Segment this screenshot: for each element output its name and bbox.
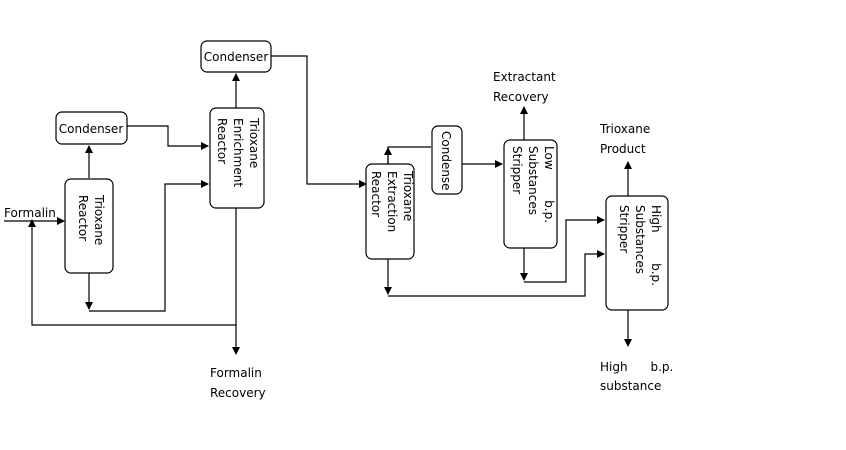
svg-text:Trioxane: Trioxane [599, 122, 650, 136]
svg-text:Reactor: Reactor [76, 195, 90, 241]
condense-unit-label: Condense [439, 131, 453, 191]
svg-text:Formalin: Formalin [210, 366, 262, 380]
svg-text:Substances: Substances [526, 146, 540, 215]
svg-text:Trioxane: Trioxane [247, 117, 261, 168]
svg-text:High b.p.: High b.p. [649, 205, 663, 286]
svg-text:Trioxane: Trioxane [401, 170, 415, 221]
svg-text:Recovery: Recovery [493, 90, 549, 104]
svg-text:Trioxane: Trioxane [92, 194, 106, 245]
svg-text:Product: Product [600, 142, 646, 156]
formalin-label: Formalin [4, 206, 56, 220]
trioxane-reactor[interactable]: Trioxane Reactor [64, 178, 114, 274]
high-bp-stripper[interactable]: High b.p. Substances Stripper [605, 195, 669, 311]
lowbp-bottoms-to-highbp-arrow [524, 216, 605, 283]
trioxane-reactor-label: Trioxane Reactor [76, 194, 106, 245]
condenser-top[interactable]: Condenser [200, 40, 272, 73]
extraction-reactor-label: Trioxane Extraction Reactor [369, 170, 415, 232]
condenser-to-enrichment-arrow [127, 125, 209, 150]
condenser-left[interactable]: Condenser [55, 111, 128, 145]
enrichment-reactor[interactable]: Trioxane Enrichment Reactor [209, 107, 265, 209]
svg-text:Recovery: Recovery [210, 386, 266, 400]
condenser-top-label: Condenser [204, 50, 269, 64]
low-bp-stripper[interactable]: Low b.p. Substances Stripper [503, 139, 558, 249]
svg-text:Enrichment: Enrichment [231, 118, 245, 187]
enrichment-reactor-label: Trioxane Enrichment Reactor [215, 117, 261, 187]
svg-text:High b.p.: High b.p. [600, 360, 673, 374]
svg-text:Reactor: Reactor [369, 171, 383, 217]
svg-text:Extractant: Extractant [493, 70, 556, 84]
trioxane-product-label: Trioxane Product [599, 122, 650, 156]
condenser-left-label: Condenser [59, 122, 124, 136]
connectors [4, 55, 632, 355]
svg-text:Stripper: Stripper [617, 205, 631, 253]
svg-text:Low b.p.: Low b.p. [542, 146, 556, 223]
condenser-to-extraction-arrow [271, 55, 367, 188]
svg-text:substance: substance [600, 379, 661, 393]
svg-text:Condense: Condense [439, 131, 453, 191]
extraction-bottoms-to-highbp-arrow [388, 250, 605, 297]
reactor-bottoms-to-enrichment-arrow [89, 180, 209, 312]
svg-text:Stripper: Stripper [510, 146, 524, 194]
extraction-reactor[interactable]: Trioxane Extraction Reactor [365, 163, 415, 260]
low-bp-stripper-label: Low b.p. Substances Stripper [510, 146, 556, 223]
condense-unit[interactable]: Condense [431, 125, 463, 195]
svg-text:Extraction: Extraction [385, 171, 399, 232]
extraction-to-condense-line [387, 146, 431, 164]
svg-text:Reactor: Reactor [215, 118, 229, 164]
formalin-recycle-arrow [28, 219, 236, 326]
extractant-recovery-label: Extractant Recovery [493, 70, 556, 104]
high-bp-stripper-label: High b.p. Substances Stripper [617, 205, 663, 286]
high-bp-substance-label: High b.p. substance [600, 360, 673, 393]
formalin-recovery-label: Formalin Recovery [210, 366, 266, 400]
svg-text:Substances: Substances [633, 205, 647, 274]
